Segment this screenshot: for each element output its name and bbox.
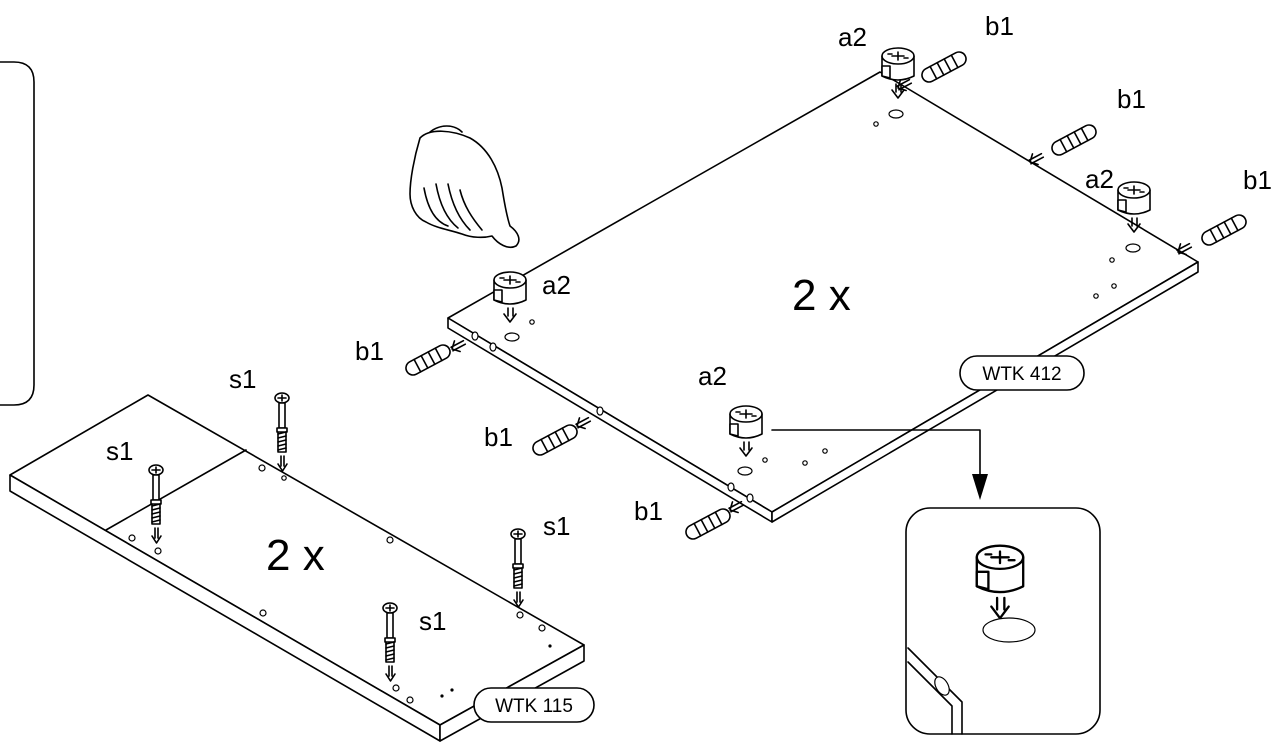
hand-icon: [409, 125, 520, 249]
cam-label: a2: [542, 270, 571, 300]
bottom-panel-quantity: 2 x: [266, 531, 325, 580]
bolt-label: s1: [229, 364, 256, 394]
dowel-icon: [402, 341, 454, 379]
detail-leader-arrow: [972, 474, 988, 500]
cam-bolt-icon: [510, 528, 526, 608]
detail-leader-line: [771, 429, 981, 483]
bottom-panel-code-tag: [473, 687, 595, 723]
cam-label: a2: [838, 22, 867, 52]
dowel-label: b1: [985, 11, 1014, 41]
top-panel-code: WTK 412: [982, 364, 1061, 385]
detail-magnifier-icon: [905, 507, 1101, 735]
dowel-icon: [918, 48, 970, 86]
side-panel-frame: [0, 61, 35, 406]
top-panel: [447, 71, 1199, 523]
cam-bolt-icon: [274, 392, 290, 472]
dowel-label: b1: [1117, 84, 1146, 114]
top-panel-quantity: 2 x: [792, 271, 851, 320]
cam-label: a2: [1085, 164, 1114, 194]
dowel-label: b1: [484, 422, 513, 452]
dowel-icon: [529, 421, 581, 459]
dowel-icon: [1198, 211, 1250, 249]
cam-label: a2: [698, 361, 727, 391]
dowel-label: b1: [634, 496, 663, 526]
arrow-icon: [448, 336, 468, 356]
bolt-label: s1: [543, 511, 570, 541]
bottom-panel-code: WTK 115: [495, 696, 573, 717]
bolt-label: s1: [106, 436, 133, 466]
dowel-icon: [682, 505, 734, 543]
top-panel-code-tag: [959, 355, 1085, 391]
dowel-icon: [1048, 121, 1100, 159]
dowel-label: b1: [1243, 165, 1272, 195]
dowel-label: b1: [355, 336, 384, 366]
bolt-label: s1: [419, 606, 446, 636]
